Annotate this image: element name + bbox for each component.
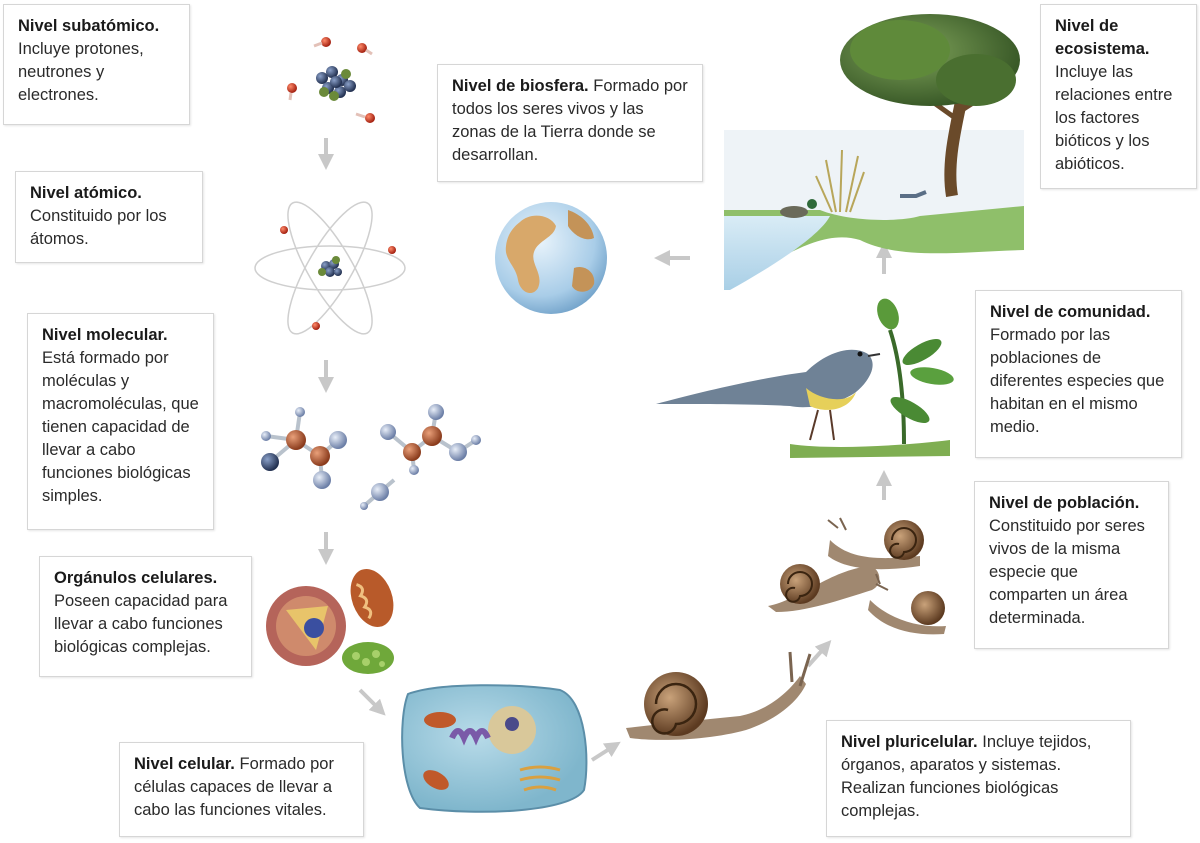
pluricellular-snail-illustration (626, 651, 812, 740)
box-molecular-level: Nivel molecular. Está formado por molécu… (27, 313, 214, 530)
organelles-level-text: Poseen capacidad para llevar a cabo func… (54, 592, 228, 656)
pluricellular-level-text: Incluye tejidos, órganos, aparatos y sis… (841, 733, 1092, 820)
box-cellular-level: Nivel celular. Formado por células capac… (119, 742, 364, 837)
arrow-pluricellular-to-population (806, 640, 832, 668)
box-community-level: Nivel de comunidad. Formado por las pobl… (975, 290, 1182, 458)
box-pluricellular-level: Nivel pluricelular. Incluye tejidos, órg… (826, 720, 1131, 837)
box-population-level: Nivel de población. Constituido por sere… (974, 481, 1169, 649)
ecosystem-level-title: Nivel de ecosistema. (1055, 17, 1150, 58)
pluricellular-level-title: Nivel pluricelular. (841, 733, 978, 751)
community-level-title: Nivel de comunidad. (990, 303, 1151, 321)
ecosystem-level-text: Incluye las relaciones entre los factore… (1055, 63, 1173, 173)
population-level-text: Constituido por seres vivos de la misma … (989, 517, 1145, 627)
population-level-title: Nivel de población. (989, 494, 1140, 512)
arrow-cell-to-pluricellular (590, 741, 621, 762)
box-biosphere-level: Nivel de biosfera. Formado por todos los… (437, 64, 703, 182)
cellular-level-title: Nivel celular. (134, 755, 235, 773)
box-ecosystem-level: Nivel de ecosistema. Incluye las relacio… (1040, 4, 1197, 189)
molecules-illustration (261, 404, 481, 510)
cellular-level-text: Formado por células capaces de llevar a … (134, 755, 334, 819)
biosphere-level-text: Formado por todos los seres vivos y las … (452, 77, 688, 164)
community-illustration (656, 298, 954, 458)
atomic-level-title: Nivel atómico. (30, 184, 142, 202)
organelles-illustration (266, 568, 394, 674)
ecosystem-illustration (724, 14, 1024, 290)
box-atomic-level: Nivel atómico. Constituido por los átomo… (15, 171, 203, 263)
box-organelles-level: Orgánulos celulares. Poseen capacidad pa… (39, 556, 252, 677)
subatomic-level-text: Incluye protones, neutrones y electrones… (18, 40, 144, 104)
earth-illustration (495, 202, 607, 314)
community-level-text: Formado por las poblaciones de diferente… (990, 326, 1165, 436)
subatomic-particles-illustration (287, 37, 375, 123)
molecular-level-text: Está formado por moléculas y macromolécu… (42, 349, 199, 505)
biosphere-level-title: Nivel de biosfera. (452, 77, 589, 95)
population-illustration (768, 517, 946, 635)
box-subatomic-level: Nivel subatómico. Incluye protones, neut… (3, 4, 190, 125)
flow-arrows (318, 138, 892, 762)
cell-illustration (401, 684, 588, 813)
subatomic-level-title: Nivel subatómico. (18, 17, 160, 35)
atom-illustration (254, 201, 406, 335)
organelles-level-title: Orgánulos celulares. (54, 569, 218, 587)
molecular-level-title: Nivel molecular. (42, 326, 168, 344)
arrow-organelles-to-cell (358, 688, 386, 716)
atomic-level-text: Constituido por los átomos. (30, 207, 167, 248)
